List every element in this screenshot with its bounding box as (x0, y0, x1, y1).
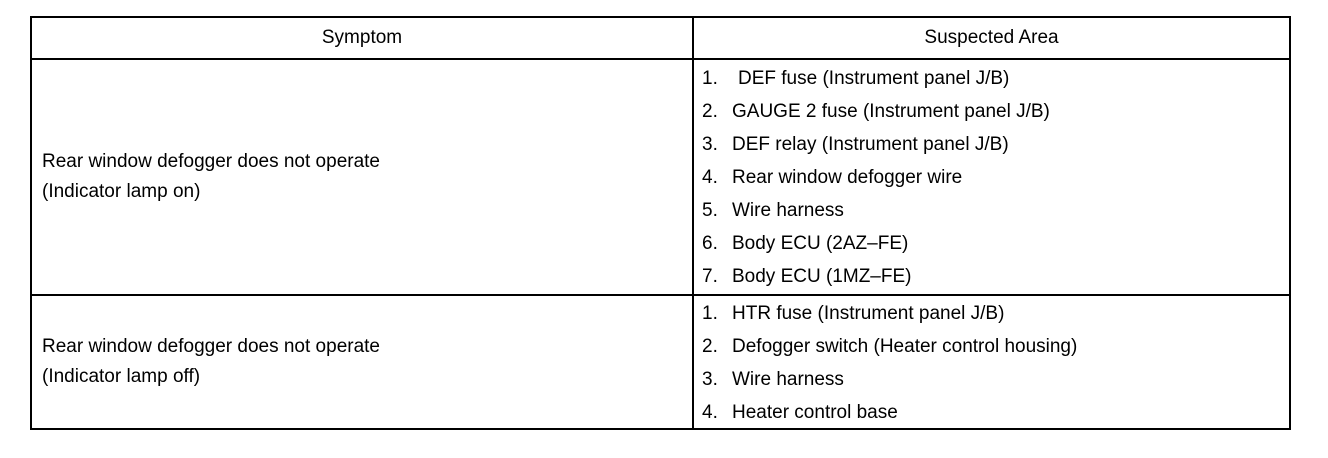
table-row: Rear window defogger does not operate (I… (32, 58, 1289, 294)
symptom-cell: Rear window defogger does not operate (I… (32, 296, 694, 428)
list-item: 2. GAUGE 2 fuse (Instrument panel J/B) (694, 95, 1289, 128)
symptom-cell: Rear window defogger does not operate (I… (32, 60, 694, 294)
item-number: 3. (702, 133, 718, 155)
item-text: Heater control base (732, 401, 898, 423)
item-number: 5. (702, 199, 718, 221)
item-number: 6. (702, 232, 718, 254)
item-number: 3. (702, 368, 718, 390)
item-text: HTR fuse (Instrument panel J/B) (732, 302, 1005, 324)
header-suspected-area: Suspected Area (924, 27, 1059, 48)
item-number: 2. (702, 100, 718, 122)
list-item: 3. DEF relay (Instrument panel J/B) (694, 128, 1289, 161)
item-text: Body ECU (2AZ–FE) (732, 232, 909, 254)
symptom-line: (Indicator lamp off) (42, 366, 201, 387)
item-text: Rear window defogger wire (732, 166, 963, 188)
header-symptom: Symptom (32, 18, 694, 58)
item-number: 7. (702, 265, 718, 287)
item-text: Defogger switch (Heater control housing) (732, 335, 1078, 357)
item-text: Wire harness (732, 199, 844, 221)
table-row: Rear window defogger does not operate (I… (32, 294, 1289, 428)
list-item: 7. Body ECU (1MZ–FE) (694, 260, 1289, 293)
list-item: 3. Wire harness (694, 363, 1289, 396)
suspected-area-list: 1. DEF fuse (Instrument panel J/B) 2. GAUG… (694, 60, 1289, 293)
symptom-line: Rear window defogger does not operate (42, 151, 381, 172)
symptom-line: Rear window defogger does not operate (42, 336, 381, 357)
item-text: Body ECU (1MZ–FE) (732, 265, 912, 287)
item-number: 4. (702, 401, 718, 423)
symptom-line: (Indicator lamp on) (42, 181, 201, 202)
item-text: GAUGE 2 fuse (Instrument panel J/B) (732, 100, 1050, 122)
item-number: 1. (702, 67, 718, 89)
item-text: Wire harness (732, 368, 844, 390)
item-text: DEF relay (Instrument panel J/B) (732, 133, 1009, 155)
item-number: 1. (702, 302, 718, 324)
list-item: 2. Defogger switch (Heater control housin… (694, 330, 1289, 363)
item-number: 2. (702, 335, 718, 357)
suspected-area-cell: 1. DEF fuse (Instrument panel J/B) 2. GAUG… (694, 60, 1289, 294)
table-header-row: Symptom Suspected Area (32, 18, 1289, 58)
list-item: 4. Rear window defogger wire (694, 161, 1289, 194)
list-item: 5. Wire harness (694, 194, 1289, 227)
list-item: 1. HTR fuse (Instrument panel J/B) (694, 297, 1289, 330)
list-item: 6. Body ECU (2AZ–FE) (694, 227, 1289, 260)
suspected-area-cell: 1. HTR fuse (Instrument panel J/B) 2. Defo… (694, 296, 1289, 428)
list-item: 4. Heater control base (694, 396, 1289, 429)
suspected-area-list: 1. HTR fuse (Instrument panel J/B) 2. Defo… (694, 296, 1289, 429)
list-item: 1. DEF fuse (Instrument panel J/B) (694, 62, 1289, 95)
item-number: 4. (702, 166, 718, 188)
symptom-table: Symptom Suspected Area Rear window defog… (30, 16, 1291, 430)
item-text: DEF fuse (Instrument panel J/B) (738, 67, 1010, 89)
